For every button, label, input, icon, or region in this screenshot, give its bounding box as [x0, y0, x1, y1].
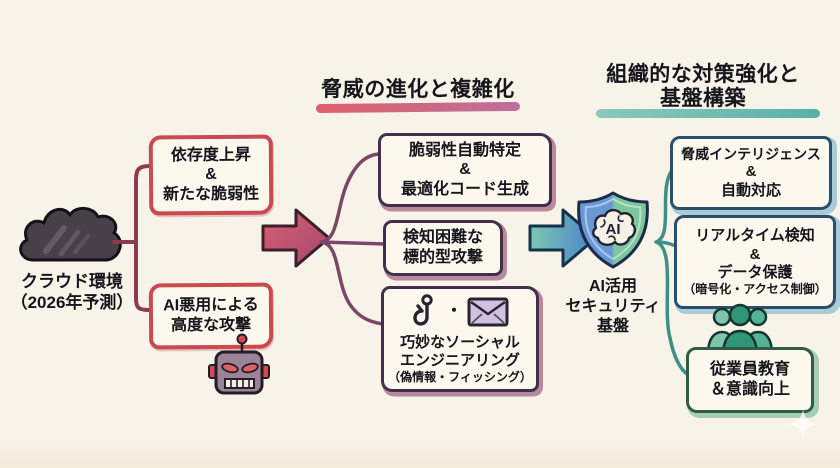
box-text-line: & — [459, 161, 471, 179]
threat-box-targeted-attack: 検知困難な 標的型攻撃 — [383, 220, 503, 276]
box-text-line: & — [749, 245, 761, 263]
box-text-line: 脅威インテリジェンス — [681, 146, 821, 163]
threat-box-social-engineering: ・ 巧妙なソーシャル エンジニアリング （偽情報・フィッシング） — [381, 286, 539, 392]
box-text-line: データ保護 — [717, 263, 793, 281]
box-text-line: 検知困難な — [402, 229, 483, 247]
box-text-line: AI悪用による — [163, 297, 259, 315]
box-text-line: 新たな脆弱性 — [163, 185, 260, 204]
defense-box-realtime-detection: リアルタイム検知 & データ保護 （暗号化・アクセス制御） — [674, 215, 836, 309]
threat-box-vulnerability: 脆弱性自動特定 & 最適化コード生成 — [378, 133, 552, 207]
cloud-caption-line: クラウド環境 — [21, 272, 123, 291]
ai-shield-icon: AI — [577, 191, 649, 269]
defense-box-threat-intelligence: 脅威インテリジェンス & 自動対応 — [670, 136, 832, 210]
box-text-line: 依存度上昇 — [170, 146, 251, 164]
box-text-line: （偽情報・フィッシング） — [388, 370, 532, 385]
sparkle-icon — [788, 409, 818, 439]
shield-caption-line: セキュリティ — [565, 298, 661, 315]
box-text-line: 従業員教育 — [709, 361, 790, 379]
box-text-line: 脆弱性自動特定 — [408, 141, 521, 159]
box-text-line: & — [205, 166, 217, 184]
shield-caption-line: 基盤 — [596, 318, 629, 335]
box-text-line: ＆意識向上 — [709, 381, 790, 398]
threats-title: 脅威の進化と複雑化 — [321, 78, 515, 101]
defense-box-employee-education: 従業員教育 ＆意識向上 — [686, 347, 814, 413]
cloud-bracket-connector — [112, 164, 152, 312]
box-text-line: & — [745, 163, 757, 181]
cloud-icon — [19, 207, 122, 262]
threats-title-highlight — [315, 101, 521, 114]
envelope-icon — [467, 297, 509, 327]
box-text-line: 自動対応 — [720, 181, 781, 199]
cloud-caption-line: （2026年予測） — [10, 293, 134, 313]
threat-arrow-icon — [261, 208, 331, 268]
defense-title-line: 組織的な対策強化と — [606, 63, 800, 86]
box-text-line: 巧妙なソーシャル — [400, 333, 520, 351]
shield-ai-text: AI — [606, 221, 621, 238]
box-text-line: エンジニアリング — [399, 352, 520, 370]
box-text-line: 最適化コード生成 — [400, 180, 529, 198]
shield-caption-line: AI活用 — [588, 278, 637, 295]
robot-icon — [208, 333, 270, 395]
defense-title: 組織的な対策強化と 基盤構築 — [584, 63, 822, 111]
threats-brace-connector — [319, 152, 387, 326]
icon-separator: ・ — [445, 303, 462, 321]
box-text-line: （暗号化・アクセス制御） — [683, 282, 827, 297]
box-text-line: リアルタイム検知 — [695, 227, 815, 245]
social-engineering-icons: ・ — [411, 293, 509, 331]
defense-title-line: 基盤構築 — [660, 87, 746, 111]
threat-cause-box-dependency: 依存度上昇 & 新たな脆弱性 — [148, 134, 274, 216]
defense-title-highlight — [596, 109, 820, 118]
shield-caption: AI活用 セキュリティ 基盤 — [562, 277, 664, 337]
cloud-caption: クラウド環境 （2026年予測） — [2, 271, 142, 314]
hook-icon — [413, 294, 433, 326]
box-text-line: 標的型攻撃 — [402, 249, 483, 266]
